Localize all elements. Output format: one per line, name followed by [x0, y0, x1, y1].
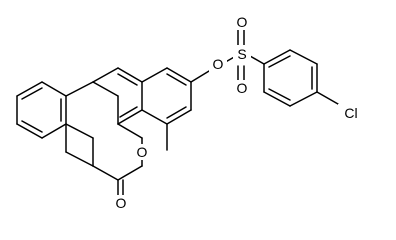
bond [119, 106, 138, 118]
bond [92, 67, 119, 83]
bond [166, 73, 187, 86]
bond [117, 123, 143, 139]
bond [166, 106, 187, 119]
sulfonyl-oxygen-top-label: O [237, 14, 248, 30]
bond [65, 151, 94, 167]
structure-diagram: O O O S O O Cl [16, 14, 366, 211]
bond [16, 81, 43, 97]
bond [289, 49, 318, 65]
bond [41, 81, 67, 97]
bond [263, 49, 291, 65]
bond [166, 109, 192, 125]
bond [21, 87, 43, 100]
bond [21, 120, 43, 133]
bond [117, 165, 143, 181]
bond [166, 67, 192, 83]
bond [117, 73, 138, 86]
sulfonyl-oxygen-bottom-label: O [237, 80, 248, 96]
molecule-drawing: O O O S O O Cl [16, 14, 366, 211]
bond [117, 109, 143, 125]
chlorine-label: Cl [344, 105, 357, 121]
bond [92, 81, 119, 97]
linking-oxygen-label: O [213, 56, 224, 72]
bond [249, 55, 265, 65]
bond [268, 88, 291, 101]
bond [141, 67, 168, 83]
bond [16, 123, 43, 139]
carbonyl-oxygen-label: O [116, 195, 127, 211]
bond [65, 123, 94, 139]
atom-labels: O O O S O O Cl [112, 14, 366, 211]
sulfur-label: S [237, 46, 246, 62]
bond [316, 91, 339, 105]
bond [117, 67, 143, 83]
ester-oxygen-label: O [137, 144, 148, 160]
bond [289, 91, 318, 107]
bonds [16, 27, 339, 199]
bond [92, 165, 119, 181]
bond [65, 81, 94, 97]
bond [141, 109, 168, 125]
bond [268, 55, 291, 68]
bond [263, 91, 291, 107]
bond [41, 123, 67, 139]
